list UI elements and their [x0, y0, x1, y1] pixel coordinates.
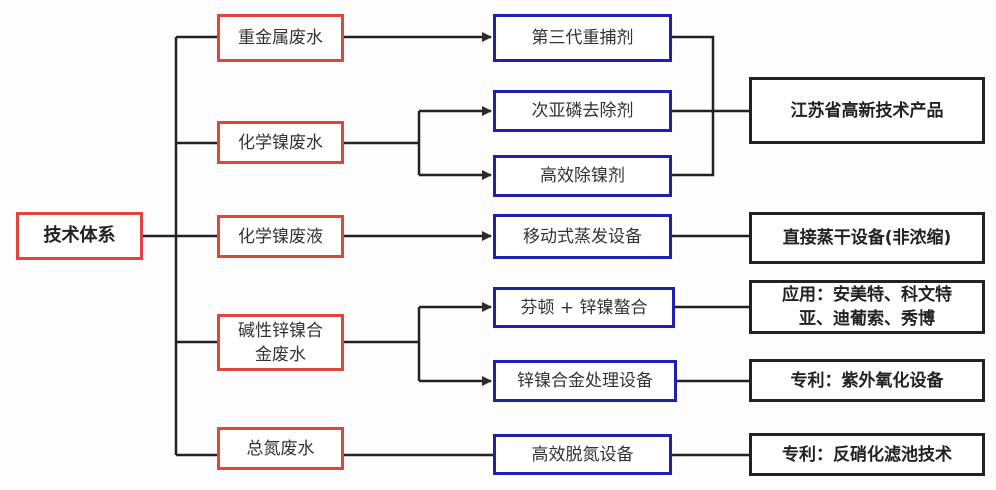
- category-label: 重金属废水: [238, 28, 323, 48]
- result-node: 专利：紫外氧化设备: [749, 359, 985, 402]
- category-node: 化学镍废水: [217, 121, 344, 164]
- product-node: 移动式蒸发设备: [493, 214, 672, 259]
- category-node: 总氮废水: [217, 427, 344, 470]
- category-node: 碱性锌镍合金废水: [217, 314, 344, 371]
- product-node: 高效除镍剂: [493, 155, 672, 197]
- category-label: 碱性锌镍合金废水: [238, 320, 323, 365]
- product-label: 移动式蒸发设备: [523, 226, 642, 247]
- category-label: 化学镍废液: [238, 226, 323, 247]
- root-label: 技术体系: [43, 225, 116, 246]
- result-node: 专利：反硝化滤池技术: [749, 433, 985, 476]
- result-label: 江苏省高新技术产品: [790, 100, 944, 121]
- connector-p123-to-r1: [672, 35, 749, 177]
- result-label: 应用：安美特、科文特亚、迪葡索、秀博: [782, 285, 952, 329]
- root-node: 技术体系: [16, 212, 143, 260]
- product-node: 高效脱氮设备: [493, 434, 672, 475]
- product-node: 锌镍合金处理设备: [493, 360, 677, 402]
- result-node: 直接蒸干设备(非浓缩): [749, 212, 985, 264]
- product-node: 次亚磷去除剂: [493, 90, 672, 132]
- category-node: 化学镍废液: [217, 215, 344, 258]
- product-node: 芬顿 + 锌镍螯合: [493, 287, 675, 328]
- result-label: 专利：紫外氧化设备: [790, 370, 944, 391]
- category-label: 化学镍废水: [238, 132, 323, 153]
- result-node: 应用：安美特、科文特亚、迪葡索、秀博: [749, 280, 985, 334]
- product-label: 次亚磷去除剂: [531, 101, 634, 121]
- result-label: 专利：反硝化滤池技术: [782, 444, 952, 465]
- product-label: 高效除镍剂: [540, 166, 625, 186]
- product-label: 第三代重捕剂: [531, 28, 634, 48]
- result-label: 直接蒸干设备(非浓缩): [782, 228, 952, 248]
- category-label: 总氮废水: [246, 438, 315, 459]
- product-node: 第三代重捕剂: [493, 14, 672, 62]
- category-node: 重金属废水: [217, 14, 344, 62]
- connector-c4-stem: [344, 307, 421, 381]
- result-node: 江苏省高新技术产品: [749, 77, 985, 144]
- connector-c2-stem: [344, 111, 421, 175]
- product-label: 锌镍合金处理设备: [517, 371, 653, 391]
- product-label: 高效脱氮设备: [531, 444, 634, 465]
- product-label: 芬顿 + 锌镍螯合: [520, 297, 648, 318]
